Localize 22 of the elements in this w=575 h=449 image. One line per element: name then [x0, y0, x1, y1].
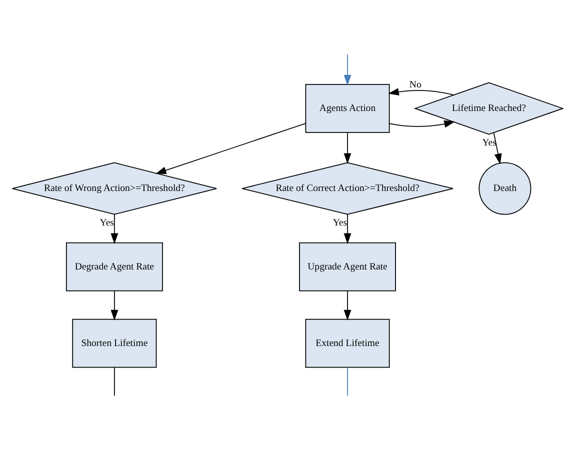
- connector: [114, 366, 115, 396]
- arrow: [344, 132, 352, 164]
- arrow: [156, 122, 306, 174]
- arrow: [110, 214, 118, 244]
- arrow: [389, 120, 455, 128]
- arrow: [344, 290, 352, 320]
- arrow: [344, 53, 352, 86]
- connector: [347, 366, 348, 396]
- arrow: [388, 88, 454, 95]
- node-box: Degrade Agent Rate: [66, 242, 163, 291]
- arrow: [493, 132, 502, 164]
- node-diamond: Rate of Correct Action>=Threshold?: [242, 162, 454, 214]
- edge-label: Yes: [100, 217, 114, 228]
- node-box: Shorten Lifetime: [72, 318, 157, 368]
- arrow: [344, 214, 352, 244]
- node-diamond: Rate of Wrong Action>=Threshold?: [12, 162, 218, 214]
- node-box: Upgrade Agent Rate: [299, 242, 396, 291]
- edge-label: Yes: [332, 217, 348, 228]
- node-box: Extend Lifetime: [305, 318, 390, 368]
- node-box: Agents Action: [305, 84, 390, 132]
- node-circle: Death: [478, 162, 532, 214]
- arrow: [110, 290, 118, 320]
